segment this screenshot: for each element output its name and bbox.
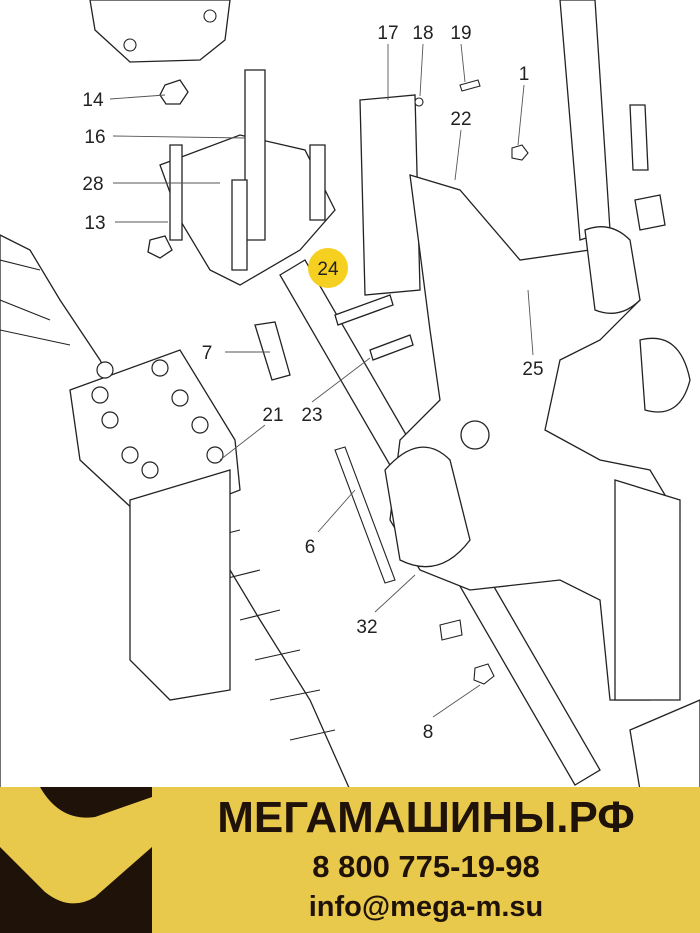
callout-25: 25	[522, 359, 543, 380]
callout-18: 18	[412, 23, 433, 44]
leader-lines	[109, 43, 534, 718]
callout-21: 21	[262, 405, 283, 426]
fasteners	[334, 79, 529, 685]
callout-16: 16	[84, 127, 105, 148]
highlight-circle	[308, 248, 348, 288]
exploded-parts-diagram: 14 16 28 13 17 18 19 1 22 24 7 21 23 25 …	[0, 0, 700, 790]
callout-17: 17	[377, 23, 398, 44]
email-address[interactable]: info@mega-m.su	[308, 891, 544, 923]
callout-24: 24	[317, 259, 339, 280]
top-housing	[89, 0, 231, 63]
callout-8: 8	[423, 722, 434, 743]
callout-32: 32	[356, 617, 377, 638]
callout-14: 14	[82, 90, 104, 111]
callout-19: 19	[450, 23, 471, 44]
callout-13: 13	[84, 213, 105, 234]
callout-1: 1	[519, 64, 530, 85]
callout-22: 22	[450, 109, 471, 130]
callout-28: 28	[82, 174, 103, 195]
brand-name: МЕГАМАШИНЫ.РФ	[217, 793, 635, 842]
callout-23: 23	[301, 405, 322, 426]
callout-6: 6	[305, 537, 316, 558]
contact-banner: МЕГАМАШИНЫ.РФ 8 800 775-19-98 info@mega-…	[0, 787, 700, 933]
clamp-block	[69, 349, 241, 701]
callout-7: 7	[202, 343, 213, 364]
phone-number[interactable]: 8 800 775-19-98	[312, 849, 540, 884]
central-frame	[359, 94, 681, 701]
callout-labels: 14 16 28 13 17 18 19 1 22 24 7 21 23 25 …	[82, 23, 543, 743]
logo-chevron-icon	[0, 787, 152, 933]
right-components	[559, 0, 700, 790]
bracket-assembly	[147, 69, 336, 286]
